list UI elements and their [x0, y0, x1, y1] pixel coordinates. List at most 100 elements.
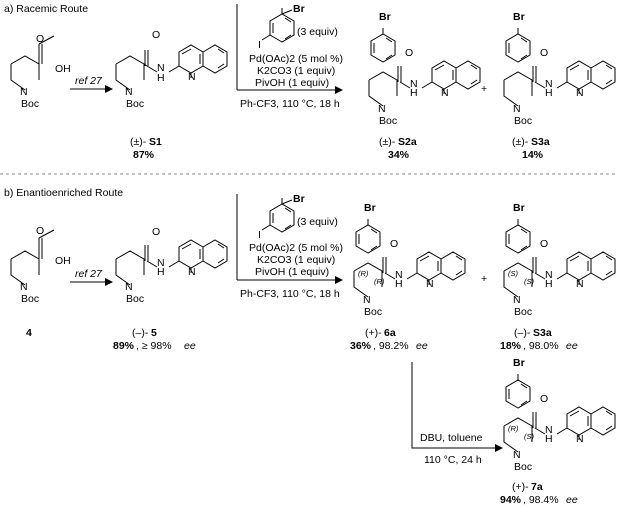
- compound-s3a-ee-value: , 98.0%: [523, 340, 559, 352]
- plus-sign: +: [481, 83, 487, 95]
- compound-5-prefix: (–)-: [132, 327, 149, 339]
- svg-text:H: H: [545, 278, 553, 290]
- svg-text:N: N: [378, 103, 386, 115]
- compound-6a-ee: ee: [416, 340, 428, 352]
- compound-5-label: 5: [151, 327, 157, 339]
- compound-5: O H N N N Boc: [115, 226, 228, 305]
- compound-7a-ee-value: , 98.4%: [523, 494, 559, 506]
- svg-text:Boc: Boc: [514, 115, 532, 127]
- svg-text:H: H: [395, 278, 403, 290]
- condition-additive: PivOH (1 equiv): [255, 77, 329, 89]
- svg-text:Br: Br: [293, 3, 305, 15]
- svg-text:(S): (S): [524, 277, 535, 286]
- compound-s3a-yield: 18%: [500, 340, 522, 352]
- reagent-equiv: (3 equiv): [297, 26, 338, 38]
- svg-text:Boc: Boc: [379, 115, 397, 127]
- section-b-title: b) Enantioenriched Route: [4, 187, 123, 199]
- svg-text:Br: Br: [379, 11, 391, 23]
- compound-4-label: 4: [26, 327, 32, 339]
- svg-text:N: N: [576, 433, 584, 445]
- svg-text:N: N: [545, 269, 553, 281]
- svg-text:Br: Br: [513, 357, 525, 369]
- svg-text:Br: Br: [513, 202, 525, 214]
- svg-text:Boc: Boc: [514, 461, 532, 473]
- svg-text:Boc: Boc: [126, 293, 144, 305]
- svg-text:Br: Br: [364, 202, 376, 214]
- compound-6a-label: 6a: [384, 327, 396, 339]
- condition-catalyst: Pd(OAc)2 (5 mol %): [249, 53, 343, 65]
- svg-text:Boc: Boc: [21, 98, 39, 110]
- svg-text:O: O: [152, 226, 160, 238]
- svg-text:N: N: [441, 87, 449, 99]
- svg-text:Br: Br: [513, 11, 525, 23]
- svg-text:Br: Br: [293, 193, 305, 205]
- svg-text:H: H: [545, 87, 553, 99]
- compound-s2a: Br O H N N N Boc: [368, 11, 481, 127]
- compound-s1: O H N N N Boc: [115, 29, 228, 110]
- reference-label: ref 27: [75, 268, 103, 280]
- aryl-iodide-reagent: I Br: [258, 193, 305, 241]
- svg-text:I: I: [258, 39, 261, 51]
- svg-text:O: O: [152, 29, 160, 41]
- svg-text:Boc: Boc: [21, 293, 39, 305]
- compound-s3a-ee: ee: [566, 340, 578, 352]
- s2a-yield: 34%: [388, 149, 410, 161]
- compound-7a-prefix: (+)-: [512, 481, 529, 493]
- svg-text:N: N: [125, 281, 133, 293]
- condition-solvent: Ph-CF3, 110 °C, 18 h: [240, 98, 340, 110]
- svg-text:N: N: [157, 257, 165, 269]
- svg-text:O: O: [36, 33, 44, 45]
- reference-label: ref 27: [75, 75, 103, 87]
- svg-text:OH: OH: [55, 63, 71, 75]
- epimerization-temperature: 110 °C, 24 h: [424, 454, 482, 466]
- svg-text:N: N: [410, 78, 418, 90]
- svg-text:Boc: Boc: [364, 306, 382, 318]
- compound-6a-ee-value: , 98.2%: [373, 340, 409, 352]
- svg-text:H: H: [545, 433, 553, 445]
- svg-text:Boc: Boc: [514, 306, 532, 318]
- svg-text:N: N: [363, 294, 371, 306]
- svg-text:(R): (R): [374, 277, 385, 286]
- svg-text:O: O: [405, 47, 413, 59]
- nipecotic-acid-enantio: O OH N Boc: [10, 225, 71, 305]
- compound-5-ee: ee: [184, 340, 196, 352]
- svg-text:(R): (R): [508, 424, 519, 433]
- aryl-iodide-reagent: I Br: [258, 3, 305, 51]
- s1-label: S1: [149, 136, 162, 148]
- compound-s3a: Br O H N N N Boc: [503, 11, 616, 127]
- condition-base: K2CO3 (1 equiv): [257, 65, 335, 77]
- compound-6a: Br O H N N N Boc (R) (R): [353, 202, 466, 318]
- condition-catalyst: Pd(OAc)2 (5 mol %): [249, 242, 343, 254]
- condition-solvent: Ph-CF3, 110 °C, 18 h: [240, 288, 340, 300]
- compound-5-ee-value: , ≥ 98%: [136, 340, 172, 352]
- svg-text:(S): (S): [524, 432, 535, 441]
- svg-text:N: N: [545, 424, 553, 436]
- epimerization-arrow: [411, 362, 503, 452]
- compound-s3a-enantio: Br O H N N N Boc (S) (S): [503, 202, 616, 318]
- svg-text:H: H: [157, 266, 165, 278]
- svg-text:Boc: Boc: [126, 98, 144, 110]
- section-a-title: a) Racemic Route: [4, 3, 88, 15]
- s3a-label: S3a: [531, 136, 550, 148]
- compound-7a-ee: ee: [566, 494, 578, 506]
- svg-text:O: O: [540, 47, 548, 59]
- svg-text:H: H: [410, 87, 418, 99]
- svg-text:(S): (S): [508, 269, 519, 278]
- svg-text:N: N: [188, 71, 196, 83]
- compound-7a: Br O H N N N Boc (R) (S): [503, 357, 616, 473]
- plus-sign: +: [481, 273, 487, 285]
- svg-text:O: O: [540, 238, 548, 250]
- svg-text:O: O: [540, 393, 548, 405]
- reagent-equiv: (3 equiv): [297, 216, 338, 228]
- s2a-label-prefix: (±)-: [379, 136, 396, 148]
- s1-yield: 87%: [133, 149, 155, 161]
- svg-text:N: N: [576, 278, 584, 290]
- svg-text:N: N: [20, 86, 28, 98]
- compound-7a-yield: 94%: [500, 494, 522, 506]
- svg-text:N: N: [426, 278, 434, 290]
- nipecotic-acid-racemic: O OH N Boc: [10, 33, 71, 110]
- svg-text:I: I: [258, 229, 261, 241]
- svg-text:N: N: [576, 87, 584, 99]
- s2a-label: S2a: [398, 136, 417, 148]
- compound-6a-yield: 36%: [350, 340, 372, 352]
